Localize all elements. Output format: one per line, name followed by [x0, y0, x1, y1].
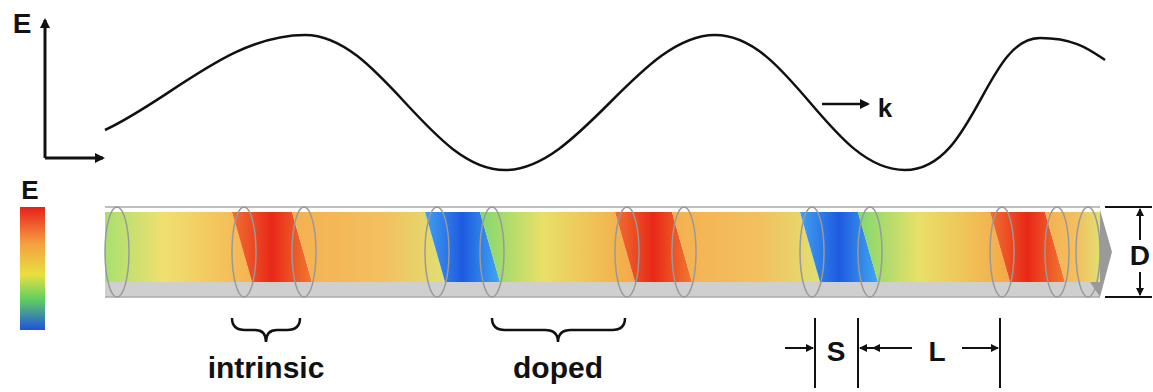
- field-wave: [105, 35, 1105, 170]
- brace: [492, 318, 625, 342]
- axes: [45, 20, 103, 158]
- l-dimension: [873, 318, 1000, 388]
- region-label: doped: [513, 353, 603, 383]
- region-label: intrinsic: [208, 353, 325, 383]
- brace: [232, 318, 300, 342]
- nanowire: [105, 207, 1112, 297]
- colorbar-label: E: [21, 177, 38, 203]
- k-arrow: [822, 103, 868, 106]
- dimension-label: L: [928, 338, 945, 366]
- color-bar: [20, 207, 45, 330]
- d-dimension: [1105, 207, 1152, 297]
- axis-label: E: [13, 10, 32, 38]
- dimension-label: D: [1130, 242, 1150, 270]
- wave-vector-label: k: [878, 95, 892, 121]
- s-dimension: [785, 318, 888, 388]
- dimension-label: S: [827, 338, 846, 366]
